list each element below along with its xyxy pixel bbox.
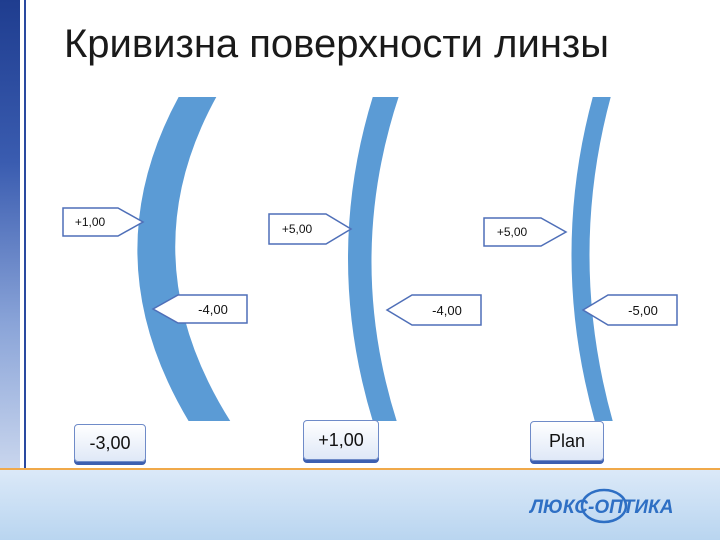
lens-1-shape	[135, 95, 234, 423]
slide-title: Кривизна поверхности линзы	[64, 22, 609, 66]
left-decor-line	[24, 0, 26, 470]
left-decor-bar	[0, 0, 20, 540]
lens-3-back-label: -5,00	[628, 302, 658, 318]
svg-text:ЛЮКС-ОПТИКА: ЛЮКС-ОПТИКА	[528, 497, 673, 518]
company-logo: ЛЮКС-ОПТИКА	[528, 488, 673, 524]
lens-1-result-box: -3,00	[74, 424, 146, 462]
lens-3-back-callout: -5,00	[581, 294, 678, 326]
lens-2-front-label: +5,00	[281, 222, 313, 236]
lens-3-shape	[569, 95, 616, 423]
footer-band	[0, 470, 720, 540]
lens-2-result-box: +1,00	[303, 420, 379, 460]
lens-2-back-callout: -4,00	[385, 294, 482, 326]
lens-2-back-label: -4,00	[432, 302, 462, 318]
lens-2-shape	[346, 95, 402, 423]
lens-1-front-label: +1,00	[74, 215, 106, 229]
lens-3-result-box: Plan	[530, 421, 604, 461]
lens-3-front-label: +5,00	[496, 225, 528, 239]
lens-3-front-callout: +5,00	[483, 217, 568, 247]
lens-1-front-callout: +1,00	[62, 207, 145, 237]
lens-2-front-callout: +5,00	[268, 213, 353, 245]
lens-1-back-label: -4,00	[198, 301, 228, 317]
lens-1-back-callout: -4,00	[151, 294, 248, 324]
